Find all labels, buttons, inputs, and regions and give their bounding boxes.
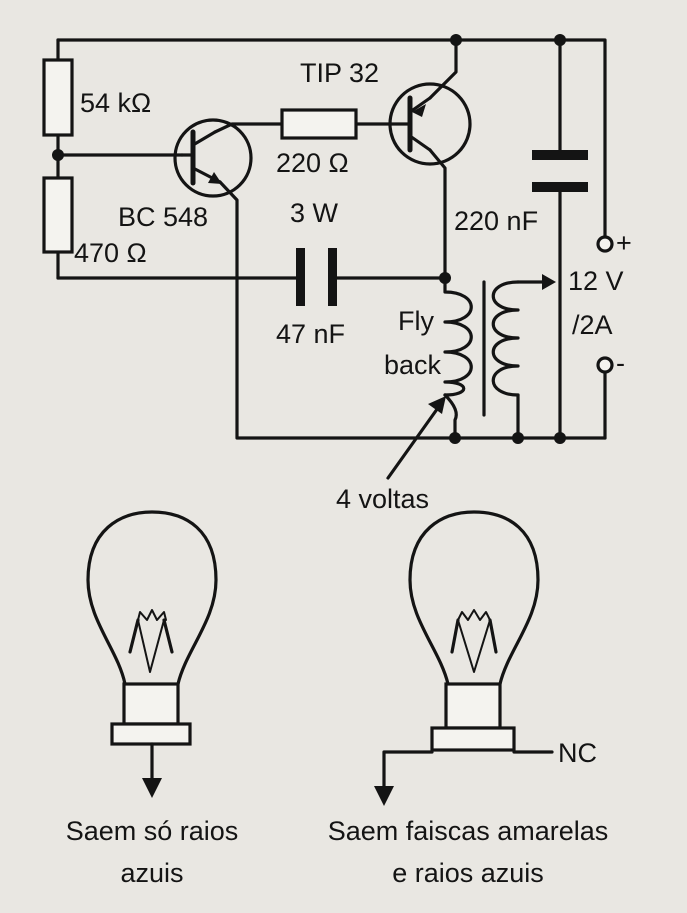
transistor-tip32 (388, 82, 472, 166)
nc-label: NC (558, 738, 597, 768)
left-caption-line-2: azuis (120, 858, 183, 888)
flyback-label-1: Fly (398, 306, 434, 336)
flyback-label-2: back (384, 350, 442, 380)
right-bulb-icon (374, 510, 554, 806)
supply-current-label: /2A (572, 310, 613, 340)
turns-label: 4 voltas (336, 484, 429, 514)
r2-label: 470 Ω (74, 238, 147, 268)
r1-label: 54 kΩ (80, 88, 151, 118)
flyback-transformer (443, 274, 556, 417)
supply-voltage-label: 12 V (568, 266, 624, 296)
capacitor-220nf (532, 150, 588, 192)
terminal-minus-icon (596, 356, 614, 374)
resistor-54k (42, 58, 74, 137)
r3-power-label: 3 W (290, 198, 339, 228)
capacitor-47nf (296, 248, 337, 306)
resistor-470 (42, 176, 74, 254)
c1-label: 47 nF (276, 319, 345, 349)
r3-label: 220 Ω (276, 148, 349, 178)
transistor-bc548 (173, 118, 253, 198)
c2-label: 220 nF (454, 206, 538, 236)
resistor-220 (280, 108, 358, 140)
q1-label: BC 548 (118, 202, 208, 232)
q2-label: TIP 32 (300, 58, 379, 88)
left-caption-line-1: Saem só raios (66, 816, 239, 846)
right-caption-line-1: Saem faiscas amarelas (328, 816, 609, 846)
supply-plus-label: + (616, 228, 632, 258)
supply-minus-label: - (616, 348, 625, 378)
terminal-plus-icon (596, 235, 614, 253)
turns-pointer-arrow (386, 396, 446, 480)
right-caption-line-2: e raios azuis (392, 858, 544, 888)
left-bulb-icon (86, 510, 218, 798)
